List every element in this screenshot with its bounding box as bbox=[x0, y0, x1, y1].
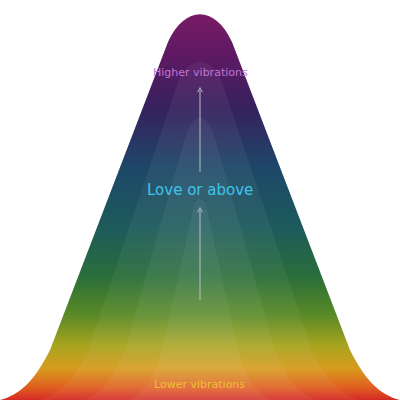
scale-label: Lower vibrations bbox=[154, 378, 245, 391]
inner-band bbox=[130, 199, 270, 400]
bell-shape bbox=[0, 14, 400, 400]
scale-label: Love or above bbox=[147, 181, 253, 199]
up-arrow bbox=[200, 210, 201, 300]
inner-band bbox=[40, 62, 360, 400]
up-arrow bbox=[200, 90, 201, 172]
scale-label: Higher vibrations bbox=[153, 66, 248, 79]
